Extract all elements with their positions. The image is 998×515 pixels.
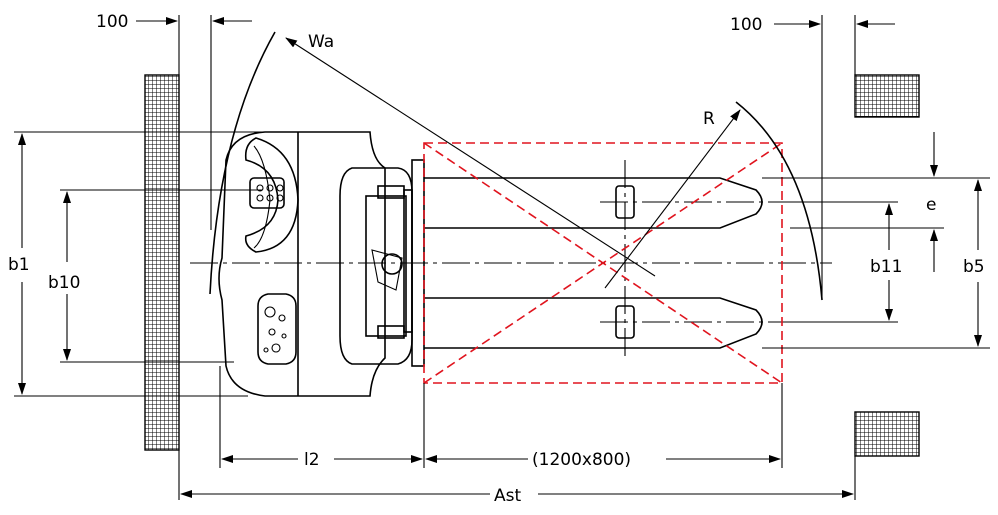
drive-housing	[339, 167, 413, 365]
wa-label: Wa	[308, 32, 334, 52]
clearance-right-dimension: 100	[730, 15, 895, 300]
clearance-left-label: 100	[96, 12, 128, 32]
b11-label: b11	[870, 257, 902, 277]
l2-dimension: l2	[219, 366, 425, 470]
drive-wheel-hub	[381, 253, 403, 275]
right-rack-top	[854, 74, 920, 118]
clearance-left-dimension: 100	[96, 12, 252, 230]
tiller-head	[249, 177, 285, 209]
platform-outline	[218, 131, 386, 397]
clearance-right-label: 100	[730, 15, 762, 35]
e-dimension: e	[790, 132, 944, 272]
ast-dimension: Ast	[178, 450, 856, 506]
wa-radius-line	[285, 37, 656, 277]
left-rack	[144, 74, 180, 451]
wa-turning-arc	[209, 31, 276, 295]
e-label: e	[926, 195, 936, 215]
b1-dimension: b1	[8, 131, 262, 397]
pallet-dimension: (1200x800)	[425, 383, 783, 470]
b10-label: b10	[48, 273, 80, 293]
r-turning-arc	[735, 101, 823, 301]
right-rack-bottom	[854, 411, 920, 457]
ast-label: Ast	[494, 486, 521, 506]
tiller-grip	[244, 137, 299, 253]
b1-label: b1	[8, 255, 30, 275]
mast-frame	[365, 195, 407, 337]
r-label: R	[703, 109, 715, 129]
b11-dimension: b11	[790, 201, 902, 323]
b5-dimension: b5	[762, 177, 990, 349]
b10-dimension: b10	[48, 189, 262, 363]
truck-body	[218, 131, 425, 397]
l2-label: l2	[304, 450, 320, 470]
pallet-label: (1200x800)	[532, 450, 631, 470]
fork-lower	[424, 297, 763, 349]
pallet-outline	[423, 142, 783, 384]
fork-upper	[424, 177, 763, 229]
control-panel	[257, 293, 297, 365]
b5-label: b5	[963, 257, 985, 277]
r-radius-line	[604, 109, 741, 289]
